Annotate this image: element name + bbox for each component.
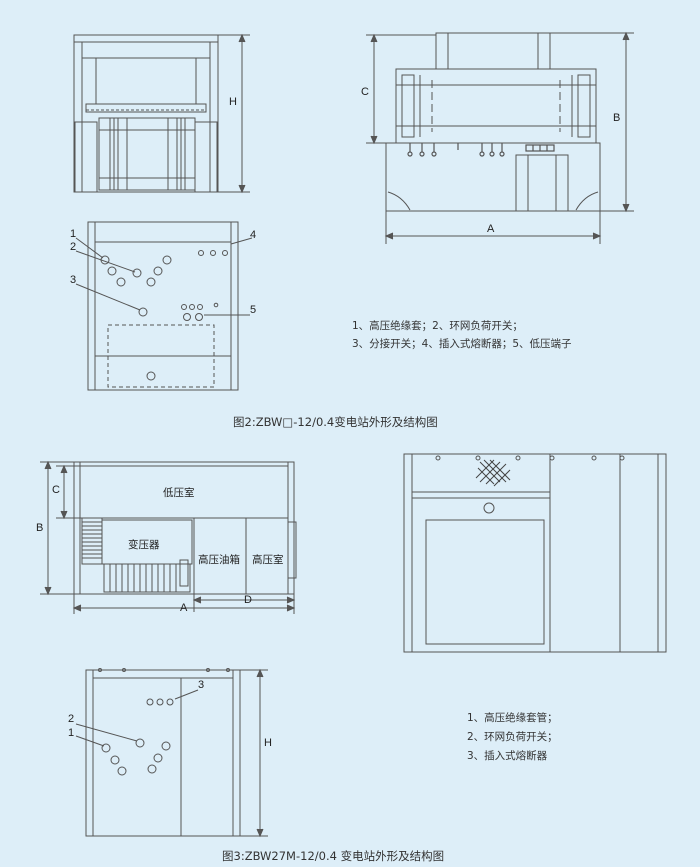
fig2-dimension-a	[384, 211, 602, 244]
fig3-callout-1: 1	[68, 727, 75, 739]
fig2-dimension-h	[218, 33, 250, 194]
fig3-callout-2: 2	[68, 713, 75, 725]
fig2-dim-label-c: C	[361, 86, 369, 98]
fig3-dimension-b	[40, 460, 74, 596]
fig2-legend-line-1: 1、高压绝缘套；2、环网负荷开关；	[352, 320, 523, 332]
fig3-vent-grille	[475, 459, 511, 487]
fig3-legend-line-2: 2、环网负荷开关；	[467, 731, 558, 743]
fig3-room-hv-oil-tank: 高压油箱	[198, 554, 240, 566]
fig2-leader-lines	[75, 237, 253, 316]
fig3-dimension-h	[240, 668, 268, 838]
fig2-caption: 图2:ZBW□-12/0.4变电站外形及结构图	[233, 415, 438, 429]
fig2-front-view	[73, 34, 219, 193]
fig3-room-high-voltage: 高压室	[252, 554, 284, 566]
fig3-callout-3: 3	[198, 679, 205, 691]
fig3-leader-lines	[75, 689, 199, 747]
fig3-section-view	[73, 461, 297, 595]
fig2-legend-line-2: 3、分接开关；4、插入式熔断器；5、低压端子	[352, 338, 572, 350]
fig2-dim-label-a: A	[487, 223, 495, 235]
fig2-plan-view	[87, 221, 239, 391]
fig3-dim-label-c: C	[52, 484, 60, 496]
fig3-legend-line-3: 3、插入式熔断器	[467, 750, 548, 762]
fig3-dim-label-h: H	[264, 737, 272, 749]
fig3-dim-label-d: D	[244, 594, 252, 606]
fig3-caption: 图3:ZBW27M-12/0.4 变电站外形及结构图	[222, 849, 445, 863]
fig3-dim-label-b: B	[36, 522, 44, 534]
fig2-dimension-b	[550, 31, 634, 213]
fig3-room-low-voltage: 低压室	[163, 487, 195, 499]
fig2-callout-3: 3	[70, 274, 77, 286]
fig3-dim-label-a: A	[180, 602, 188, 614]
fig3-front-view	[403, 453, 667, 653]
fig2-callout-5: 5	[250, 304, 257, 316]
fig2-dim-label-b: B	[613, 112, 621, 124]
fig3-legend-line-1: 1、高压绝缘套管；	[467, 712, 558, 724]
fig3-dimension-c	[56, 464, 80, 520]
fig2-callout-2: 2	[70, 241, 77, 253]
fig3-room-transformer: 变压器	[128, 539, 160, 551]
fig2-dimension-c	[366, 33, 436, 145]
fig2-callout-4: 4	[250, 229, 257, 241]
fig3-plan-view	[85, 668, 241, 837]
fig2-callout-1: 1	[70, 228, 77, 240]
fig2-side-view	[385, 32, 601, 212]
fig3-dimension-a-d	[72, 594, 296, 614]
fig2-dim-label-h: H	[229, 96, 237, 108]
